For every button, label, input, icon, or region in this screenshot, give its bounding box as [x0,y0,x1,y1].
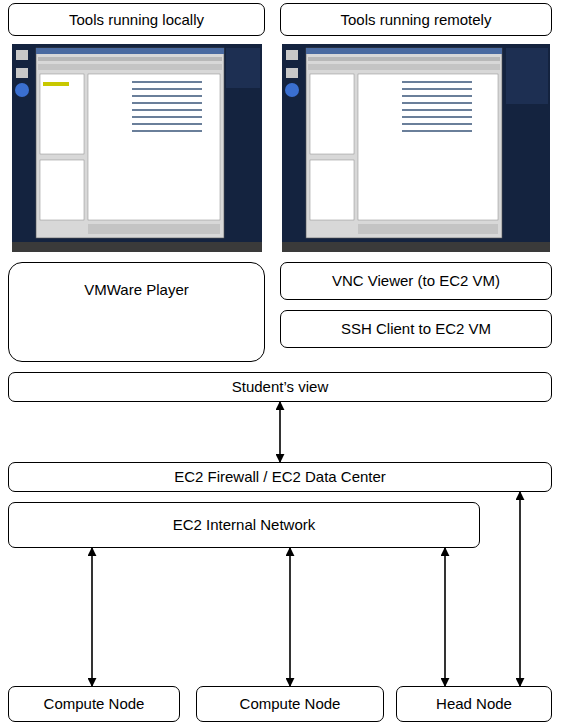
component-box: Compute Node [196,686,384,722]
box-label: Compute Node [240,695,341,713]
component-box: Tools running remotely [280,3,552,36]
desktop-screenshot [282,44,550,252]
desktop-screenshot [12,44,262,252]
connector-arrow [444,548,446,686]
component-box: Student’s view [8,372,552,402]
box-label: VMWare Player [84,281,188,299]
box-label: Tools running remotely [341,11,492,29]
component-box: VMWare Player [8,262,265,362]
connector-arrow [289,548,291,686]
box-label: Tools running locally [69,11,204,29]
box-label: VNC Viewer (to EC2 VM) [332,272,500,290]
component-box: EC2 Internal Network [8,502,480,548]
box-label: Head Node [436,695,512,713]
component-box: VNC Viewer (to EC2 VM) [280,262,552,300]
connector-arrow [519,492,521,686]
box-label: Student’s view [232,378,328,396]
component-box: SSH Client to EC2 VM [280,310,552,348]
box-label: EC2 Internal Network [173,516,316,534]
connector-arrow [279,402,281,462]
box-label: SSH Client to EC2 VM [341,320,491,338]
box-label: EC2 Firewall / EC2 Data Center [174,468,386,486]
component-box: Compute Node [8,686,180,722]
box-label: Compute Node [44,695,145,713]
component-box: Tools running locally [8,3,265,36]
component-box: EC2 Firewall / EC2 Data Center [8,462,552,492]
connector-arrow [91,548,93,686]
component-box: Head Node [396,686,552,722]
